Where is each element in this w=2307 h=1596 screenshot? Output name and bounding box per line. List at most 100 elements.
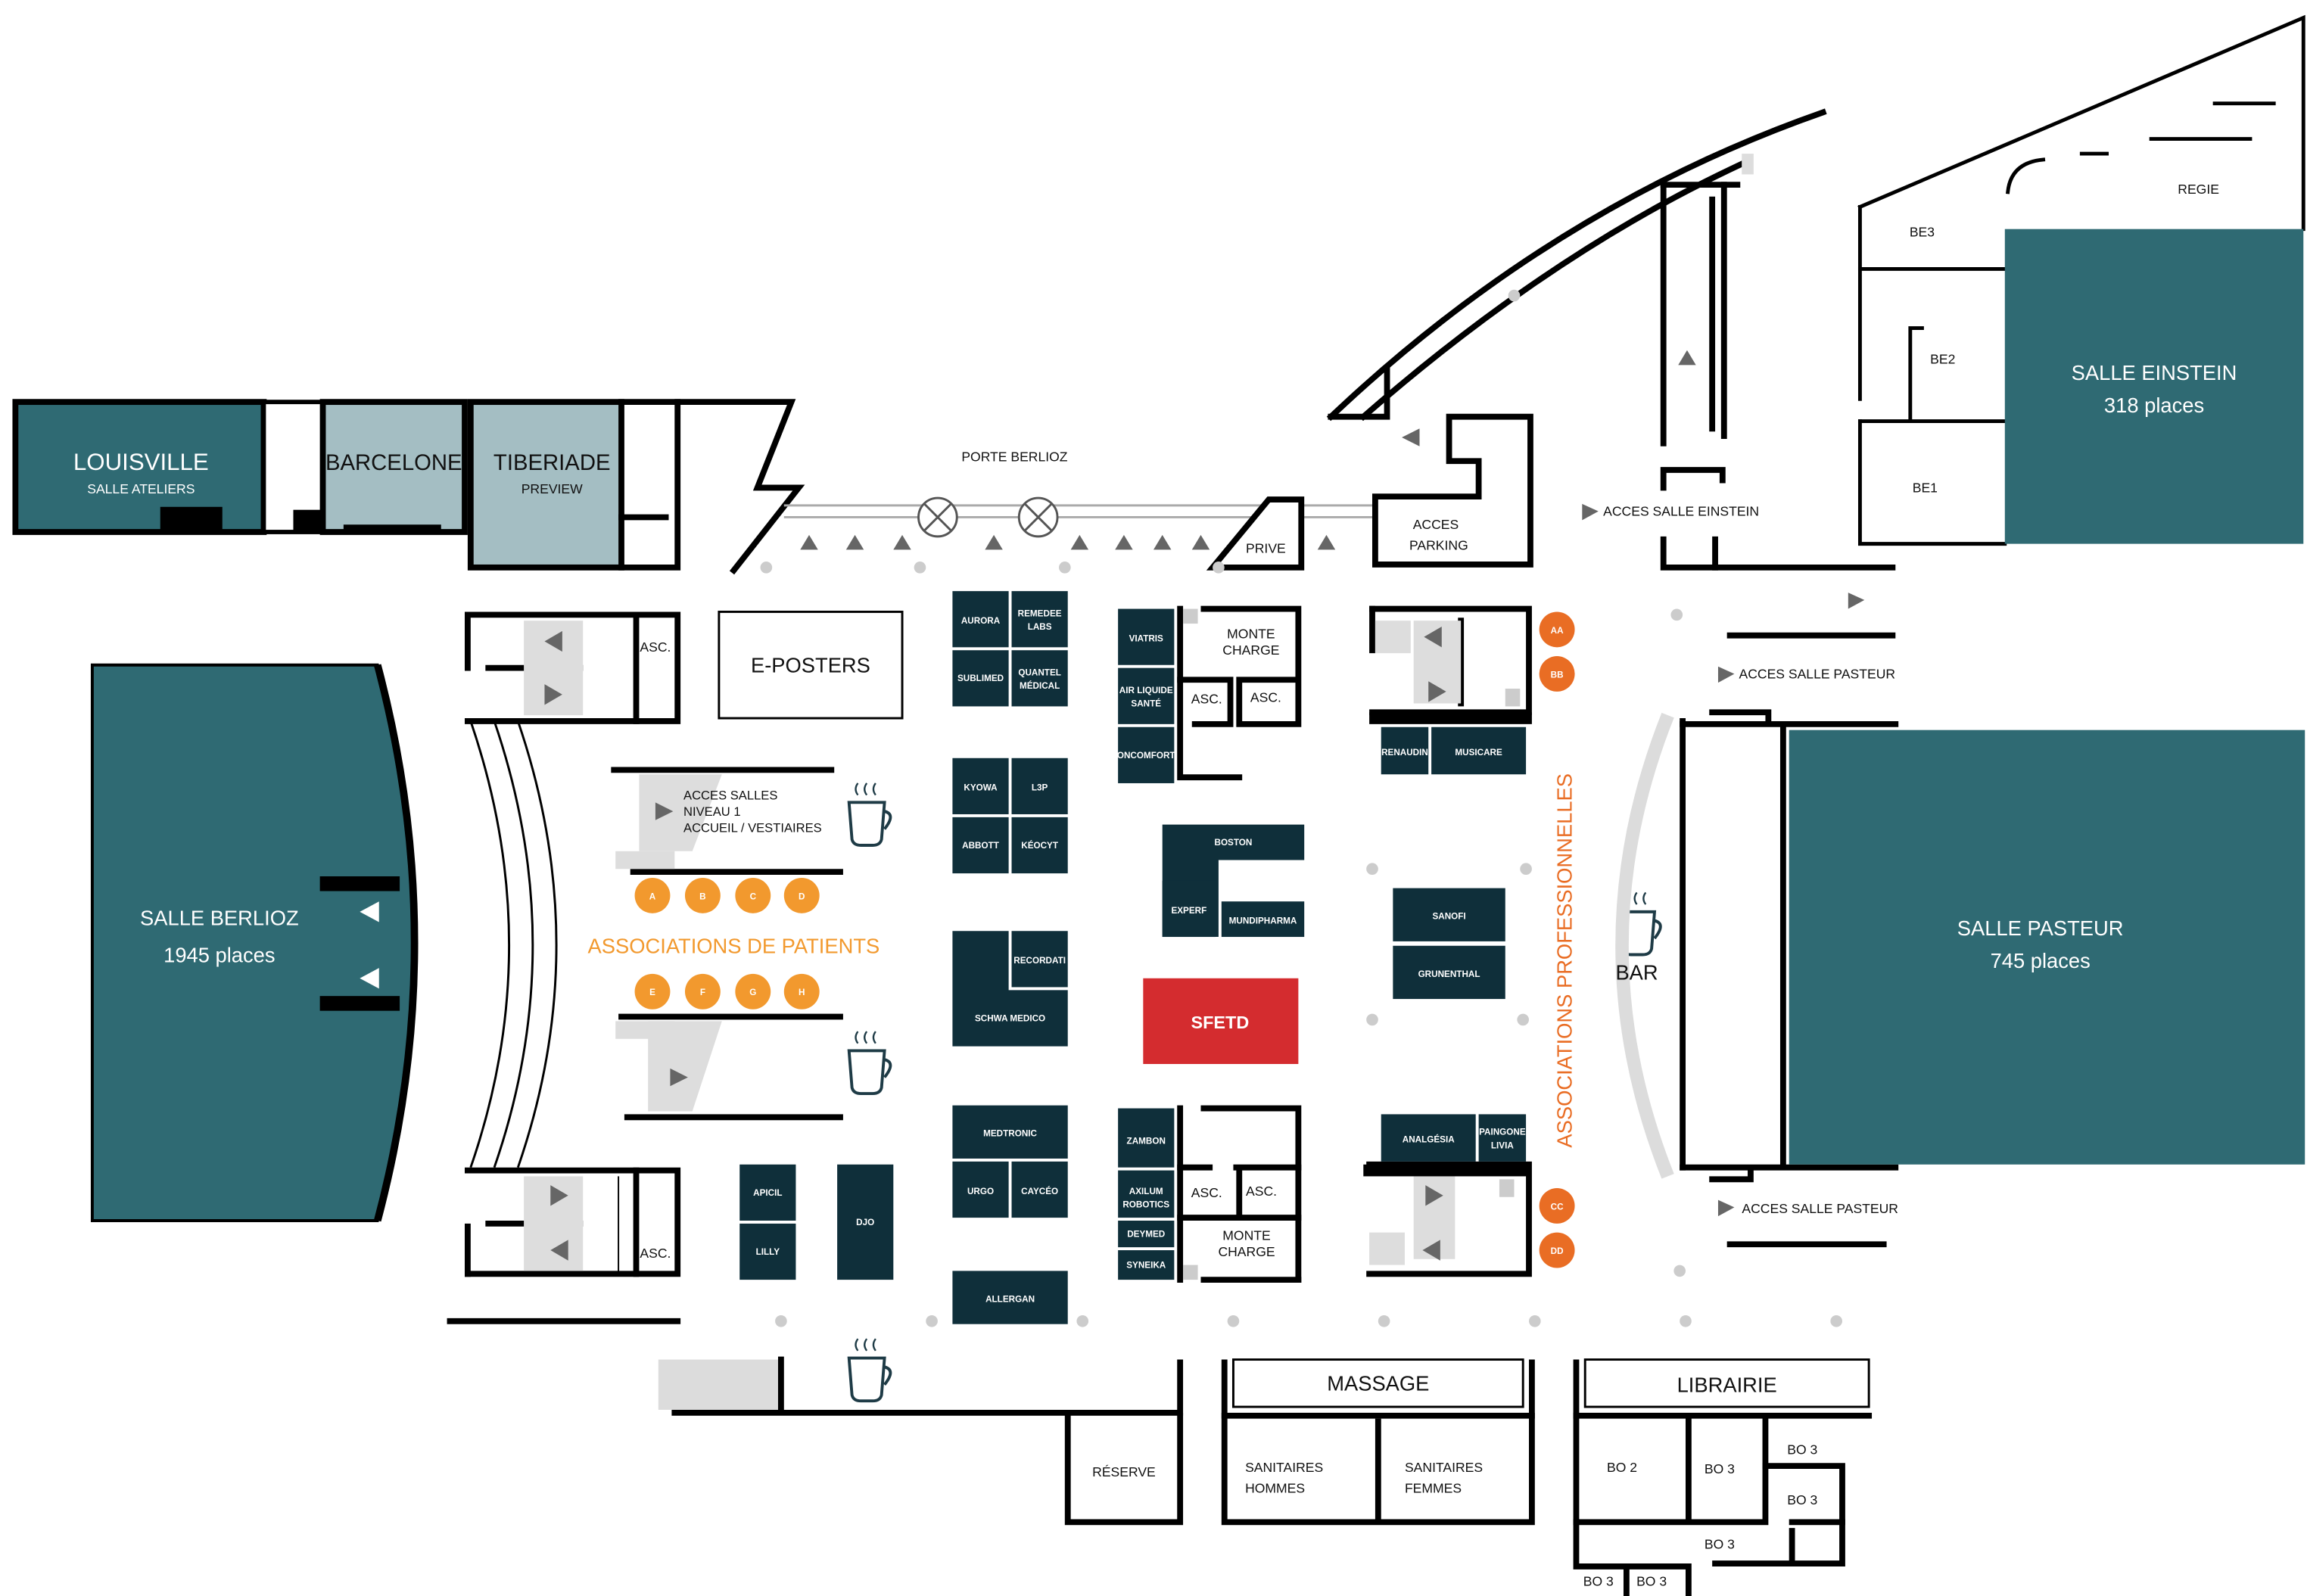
- stand-lilly[interactable]: LILLY: [739, 1223, 796, 1280]
- bo3-label-6: BO 3: [1636, 1573, 1667, 1588]
- pro-booth-aa-label: AA: [1551, 626, 1564, 636]
- room-barcelone[interactable]: BARCELONE: [319, 399, 468, 535]
- svg-text:ALLERGAN: ALLERGAN: [985, 1294, 1035, 1304]
- patient-booth-h[interactable]: H: [783, 973, 820, 1010]
- stand-urgo[interactable]: URGO: [952, 1161, 1009, 1218]
- stand-deymed[interactable]: DEYMED: [1118, 1220, 1175, 1248]
- e-posters-label: E-POSTERS: [751, 654, 870, 677]
- stand-schwa-medico[interactable]: SCHWA MEDICO: [952, 931, 1068, 1047]
- stand-medtronic[interactable]: MEDTRONIC: [952, 1105, 1068, 1159]
- stand-recordati[interactable]: RECORDATI: [1011, 931, 1068, 988]
- room-prive[interactable]: PRIVE: [1206, 496, 1305, 571]
- svg-text:ZAMBON: ZAMBON: [1127, 1136, 1166, 1146]
- svg-text:SANTÉ: SANTÉ: [1131, 698, 1161, 708]
- room-tiberiade-name: TIBERIADE: [493, 450, 611, 475]
- stand-mundipharma[interactable]: MUNDIPHARMA: [1221, 901, 1305, 938]
- stand-axilum[interactable]: AXILUM ROBOTICS: [1118, 1170, 1175, 1218]
- be1-label: BE1: [1913, 480, 1938, 495]
- bar[interactable]: BAR: [1615, 712, 1674, 1179]
- room-einstein[interactable]: SALLE EINSTEIN 318 places: [2004, 229, 2304, 544]
- patient-booth-g[interactable]: G: [735, 973, 771, 1010]
- stand-syneika[interactable]: SYNEIKA: [1118, 1250, 1175, 1280]
- patient-booth-d[interactable]: D: [783, 877, 820, 913]
- acces-salle-pasteur-label-2: ACCES SALLE PASTEUR: [1742, 1201, 1898, 1216]
- acces-salles-line-3: ACCUEIL / VESTIAIRES: [683, 820, 822, 835]
- room-pasteur[interactable]: SALLE PASTEUR 745 places: [1789, 730, 2305, 1165]
- stand-apicil[interactable]: APICIL: [739, 1164, 796, 1221]
- stand-sanofi[interactable]: SANOFI: [1393, 888, 1505, 941]
- stand-abbott[interactable]: ABBOTT: [952, 817, 1009, 874]
- acces-parking-label-1: ACCES: [1413, 517, 1459, 532]
- asc-center-2: ASC.: [1250, 690, 1281, 705]
- prive-label: PRIVE: [1246, 540, 1286, 555]
- stand-allergan[interactable]: ALLERGAN: [952, 1271, 1068, 1324]
- svg-text:ROBOTICS: ROBOTICS: [1122, 1199, 1169, 1209]
- pillars: [760, 289, 1842, 1327]
- stand-analgesia[interactable]: ANALGÉSIA: [1381, 1114, 1476, 1162]
- svg-text:VIATRIS: VIATRIS: [1129, 634, 1163, 644]
- patient-booth-h-label: H: [799, 988, 805, 997]
- stand-viatris[interactable]: VIATRIS: [1118, 608, 1175, 665]
- svg-text:GRUNENTHAL: GRUNENTHAL: [1418, 969, 1480, 979]
- acces-salles-line-2: NIVEAU 1: [683, 804, 741, 819]
- svg-text:SANOFI: SANOFI: [1432, 912, 1465, 922]
- svg-text:DJO: DJO: [856, 1218, 874, 1227]
- svg-text:LABS: LABS: [1028, 622, 1052, 632]
- stand-aurora[interactable]: AURORA: [952, 591, 1009, 648]
- svg-text:LILLY: LILLY: [756, 1247, 780, 1257]
- room-tiberiade[interactable]: TIBERIADE PREVIEW: [467, 399, 624, 571]
- patient-booth-a[interactable]: A: [634, 877, 671, 913]
- room-berlioz-places: 1945 places: [163, 943, 275, 966]
- librairie-label: LIBRAIRIE: [1677, 1374, 1777, 1397]
- patient-booth-b[interactable]: B: [684, 877, 721, 913]
- svg-text:DEYMED: DEYMED: [1127, 1229, 1165, 1239]
- stand-grunenthal[interactable]: GRUNENTHAL: [1393, 945, 1505, 1000]
- pro-booth-dd[interactable]: DD: [1539, 1232, 1575, 1268]
- stand-kyowa[interactable]: KYOWA: [952, 758, 1009, 814]
- patient-booth-f[interactable]: F: [684, 973, 721, 1010]
- stand-zambon[interactable]: ZAMBON: [1118, 1108, 1175, 1168]
- stand-sfetd[interactable]: SFETD: [1143, 978, 1299, 1064]
- librairie[interactable]: LIBRAIRIE: [1583, 1358, 1870, 1408]
- stand-musicare[interactable]: MUSICARE: [1431, 726, 1527, 775]
- stand-experf[interactable]: EXPERF: [1162, 880, 1216, 938]
- stand-keocyt[interactable]: KÉOCYT: [1011, 817, 1068, 874]
- patient-booth-d-label: D: [799, 891, 805, 901]
- stand-air-liquide[interactable]: AIR LIQUIDE SANTÉ: [1118, 667, 1175, 724]
- pro-booth-cc[interactable]: CC: [1539, 1188, 1575, 1224]
- pro-booth-bb[interactable]: BB: [1539, 656, 1575, 692]
- pro-booth-aa[interactable]: AA: [1539, 611, 1575, 648]
- svg-text:AXILUM: AXILUM: [1129, 1187, 1163, 1196]
- svg-text:AIR LIQUIDE: AIR LIQUIDE: [1119, 686, 1173, 695]
- svg-text:SCHWA MEDICO: SCHWA MEDICO: [975, 1013, 1045, 1023]
- stand-renaudin[interactable]: RENAUDIN: [1381, 726, 1429, 775]
- asc-label-2: ASC.: [640, 1246, 671, 1261]
- monte-charge-bottom-1: MONTE: [1222, 1227, 1270, 1243]
- patient-booth-a-label: A: [649, 891, 656, 901]
- acces-salles-line-1: ACCES SALLES: [683, 788, 777, 802]
- patient-booth-e[interactable]: E: [634, 973, 671, 1010]
- stand-sublimed[interactable]: SUBLIMED: [952, 650, 1009, 707]
- massage-label: MASSAGE: [1327, 1372, 1429, 1395]
- svg-text:L3P: L3P: [1032, 783, 1048, 793]
- room-berlioz[interactable]: SALLE BERLIOZ 1945 places: [90, 663, 419, 1222]
- stand-djo[interactable]: DJO: [837, 1164, 894, 1280]
- room-louisville[interactable]: LOUISVILLE SALLE ATELIERS: [12, 399, 267, 535]
- massage[interactable]: MASSAGE: [1231, 1358, 1524, 1408]
- room-einstein-places: 318 places: [2104, 394, 2204, 417]
- e-posters[interactable]: E-POSTERS: [718, 610, 904, 720]
- svg-text:PAINGONE: PAINGONE: [1479, 1128, 1526, 1137]
- stand-cayceo[interactable]: CAYCÉO: [1011, 1161, 1068, 1218]
- room-louisville-name: LOUISVILLE: [73, 449, 209, 475]
- patient-booth-c[interactable]: C: [735, 877, 771, 913]
- stand-l3p[interactable]: L3P: [1011, 758, 1068, 814]
- coffee-icon-3: [847, 1338, 892, 1403]
- monte-charge-top-1: MONTE: [1227, 627, 1275, 642]
- sfetd-label: SFETD: [1191, 1013, 1249, 1032]
- stand-oncomfort[interactable]: ONCOMFORT: [1117, 726, 1176, 783]
- bo3-label-1: BO 3: [1705, 1461, 1735, 1476]
